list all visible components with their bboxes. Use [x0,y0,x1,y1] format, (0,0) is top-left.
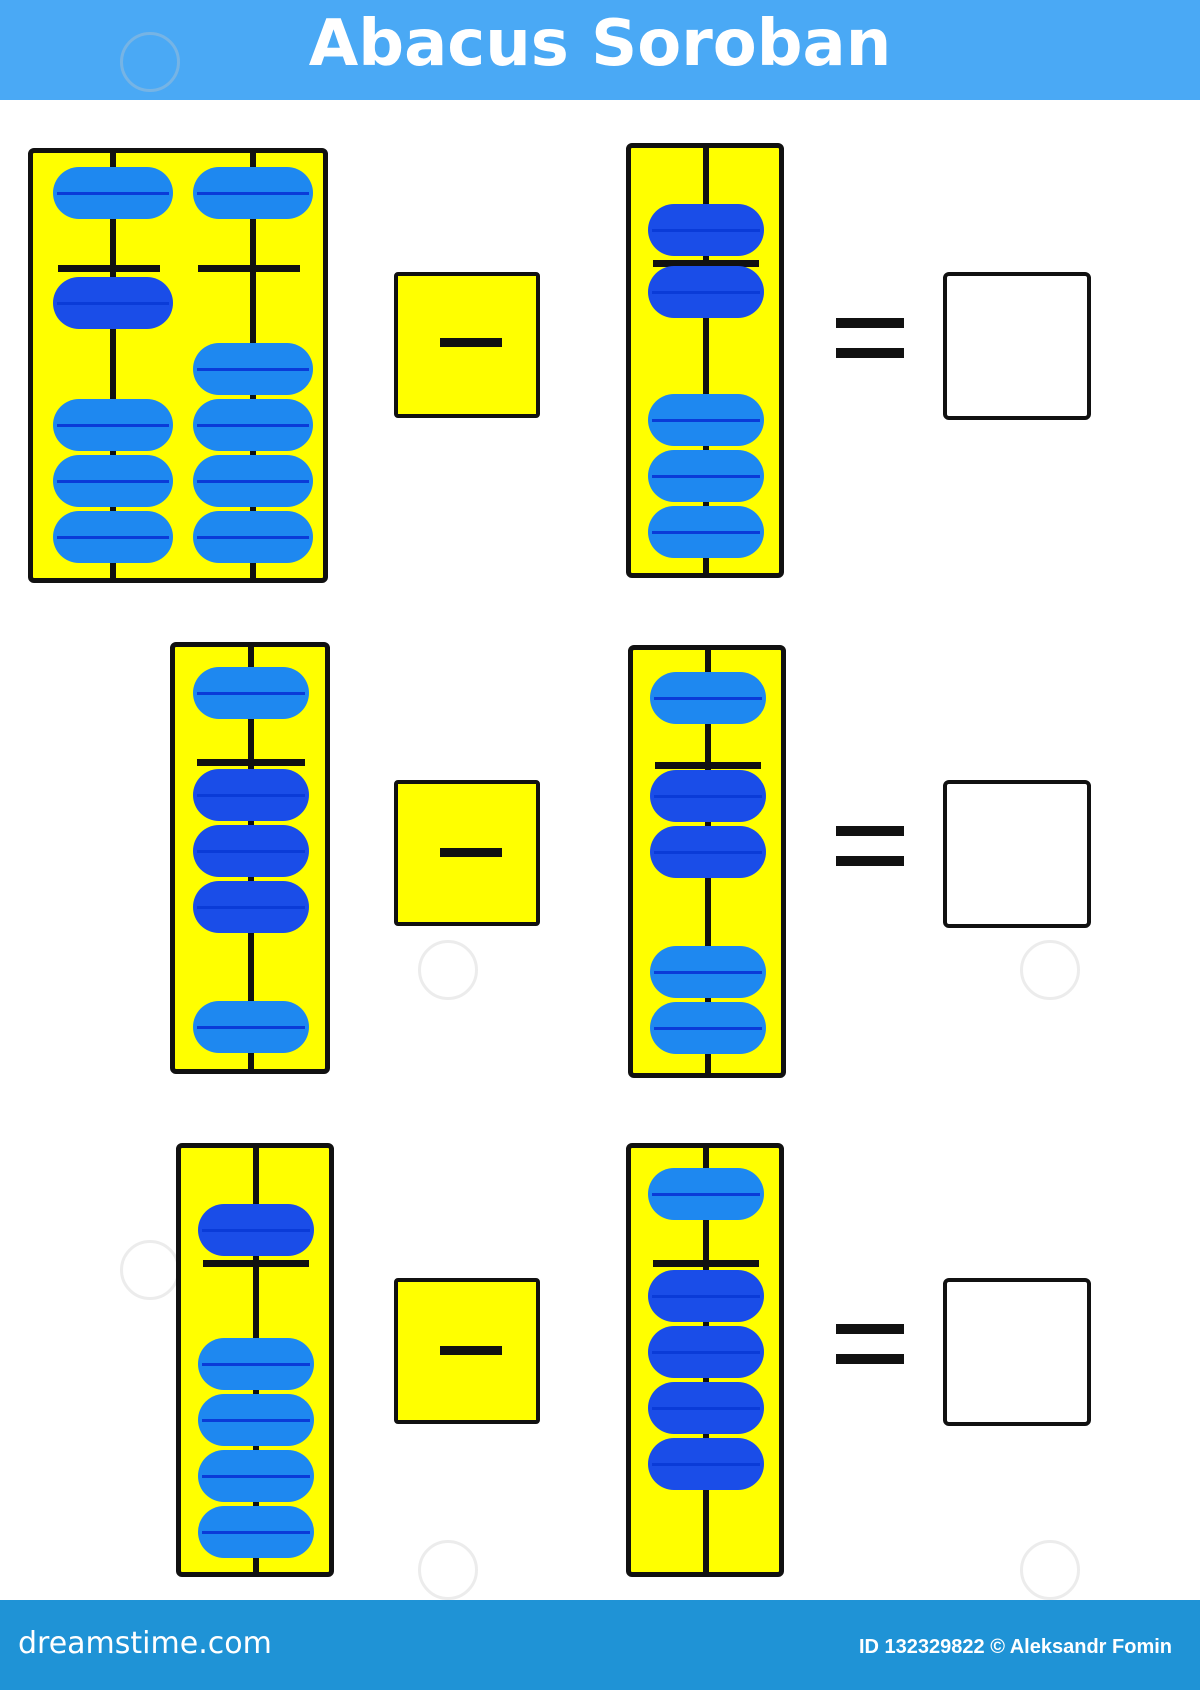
abacus-beam [197,759,305,766]
watermark-icon [418,1540,478,1600]
abacus-bead [648,1168,764,1220]
abacus-bead [193,881,309,933]
abacus-bead [198,1450,314,1502]
abacus-right-2 [628,645,786,1078]
footer-bar: dreamstime.com ID 132329822 © Aleksandr … [0,1600,1200,1690]
abacus-bead [650,770,766,822]
abacus-bead [53,511,173,563]
abacus-bead [193,399,313,451]
minus-icon [440,338,502,347]
equals-icon [836,1324,904,1368]
abacus-bead [193,769,309,821]
minus-operator-box [394,1278,540,1424]
equals-bar [836,318,904,328]
equals-bar [836,1354,904,1364]
abacus-beam [653,1260,759,1267]
abacus-beam [655,762,761,769]
abacus-bead [193,343,313,395]
abacus-rod [703,148,709,573]
abacus-bead [648,1382,764,1434]
abacus-bead [648,394,764,446]
minus-operator-box [394,272,540,418]
abacus-beam [203,1260,309,1267]
answer-box-2[interactable] [943,780,1091,928]
site-logo-text: dreamstime.com [18,1626,272,1661]
abacus-bead [193,1001,309,1053]
abacus-right-1 [626,143,784,578]
equals-bar [836,856,904,866]
abacus-bead [650,946,766,998]
abacus-left-1 [28,148,328,583]
abacus-bead [198,1338,314,1390]
image-credit: ID 132329822 © Aleksandr Fomin [858,1636,1172,1658]
abacus-rod [110,153,116,578]
abacus-bead [193,167,313,219]
watermark-icon [1020,1540,1080,1600]
abacus-bead [650,672,766,724]
abacus-bead [193,825,309,877]
abacus-bead [53,399,173,451]
equals-bar [836,826,904,836]
equals-bar [836,1324,904,1334]
abacus-bead [198,1204,314,1256]
answer-box-1[interactable] [943,272,1091,420]
minus-icon [440,1346,502,1355]
abacus-bead [193,455,313,507]
equals-icon [836,826,904,870]
minus-operator-box [394,780,540,926]
abacus-bead [53,167,173,219]
equals-icon [836,318,904,362]
watermark-icon [120,1240,180,1300]
abacus-bead [650,826,766,878]
abacus-left-2 [170,642,330,1074]
abacus-bead [198,1506,314,1558]
watermark-icon [1020,940,1080,1000]
abacus-bead [648,1326,764,1378]
abacus-left-3 [176,1143,334,1577]
page-title: Abacus Soroban [308,7,892,81]
abacus-bead [648,266,764,318]
abacus-right-3 [626,1143,784,1577]
abacus-beam [58,265,160,272]
abacus-bead [198,1394,314,1446]
abacus-bead [648,450,764,502]
abacus-bead [648,204,764,256]
abacus-beam [198,265,300,272]
abacus-bead [648,1270,764,1322]
abacus-bead [648,1438,764,1490]
abacus-bead [193,511,313,563]
abacus-bead [193,667,309,719]
minus-icon [440,848,502,857]
abacus-bead [53,277,173,329]
equals-bar [836,348,904,358]
answer-box-3[interactable] [943,1278,1091,1426]
abacus-bead [53,455,173,507]
watermark-icon [418,940,478,1000]
abacus-bead [648,506,764,558]
abacus-beam [653,260,759,267]
title-bar: Abacus Soroban [0,0,1200,100]
abacus-bead [650,1002,766,1054]
